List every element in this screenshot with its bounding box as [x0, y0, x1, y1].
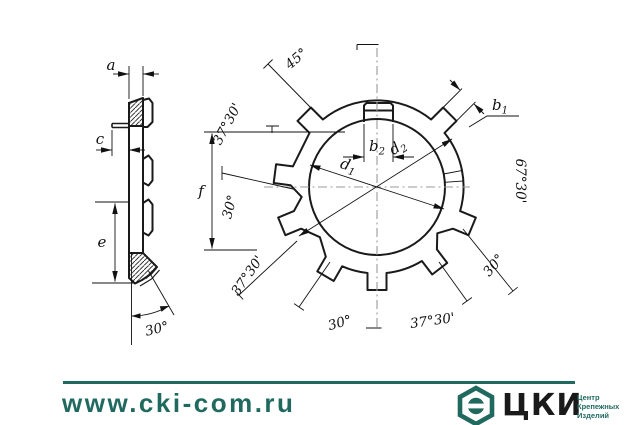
- side-view-drawing: [111, 97, 160, 287]
- side-tab-bump-low: [142, 198, 154, 237]
- cki-brand-text: ЦКИ: [502, 388, 583, 423]
- side-bend-angle-label: 30°: [143, 318, 170, 339]
- footer-divider: [63, 381, 575, 384]
- angle-label-45: 45°: [281, 45, 310, 73]
- dim-label-f: f: [197, 182, 206, 200]
- cki-logo-hexagon-icon: [457, 385, 495, 425]
- dim-label-a: a: [107, 56, 116, 74]
- angle-label-bottom-right-37-30: 37°30': [409, 310, 456, 332]
- centerline-end-marks: [356, 44, 382, 329]
- front-view-dimensions: [204, 59, 519, 311]
- side-bent-tab-tip: [139, 268, 160, 287]
- side-ledge: [111, 122, 129, 129]
- cki-brand-subtext: Центр Крепежных Изделий: [577, 393, 619, 420]
- side-tab-bump-mid: [142, 154, 154, 187]
- dim-label-d1: d1: [337, 154, 358, 178]
- front-view-drawing: [272, 99, 477, 291]
- side-view-dimensions: [92, 66, 175, 345]
- angle-label-bottom-left-30: 30°: [326, 312, 353, 334]
- dim-label-e: e: [98, 233, 107, 251]
- side-tab-bump-top: [142, 97, 154, 128]
- angle-label-67-30: 67°30': [512, 159, 528, 204]
- dim-label-b2: b2: [369, 137, 385, 158]
- side-bent-tab-hatched: [128, 252, 158, 285]
- angle-label-lower-left-37-30: 37°30': [228, 253, 267, 299]
- washer-inner-tab: [363, 102, 394, 122]
- footer-url: www.cki-com.ru: [62, 388, 296, 418]
- angle-label-upper-left-37-30: 37°30': [210, 101, 245, 148]
- dim-label-c: c: [96, 130, 105, 148]
- brand-sub-line: Крепежных: [577, 402, 620, 411]
- brand-sub-line: Изделий: [577, 411, 610, 420]
- brand-sub-line: Центр: [577, 393, 600, 402]
- angle-label-left-30: 30°: [219, 193, 241, 220]
- dim-label-b1: b1: [492, 96, 508, 117]
- side-top-section-hatched: [128, 97, 144, 127]
